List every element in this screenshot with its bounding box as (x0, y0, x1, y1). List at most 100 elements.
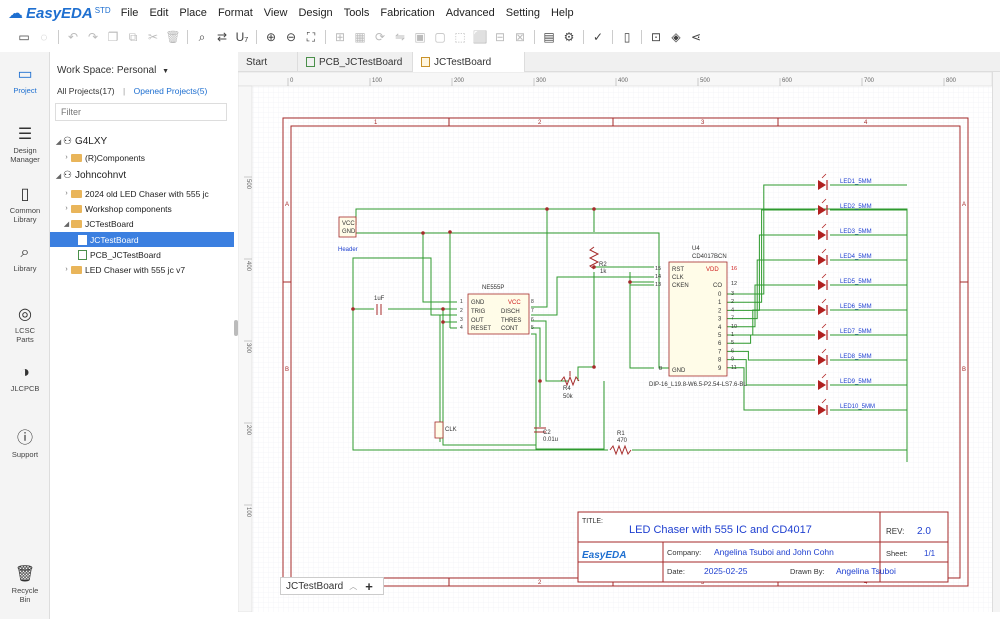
ruler-left-label: 200 (245, 425, 251, 436)
find-replace-icon[interactable]: ⇄ (212, 28, 232, 46)
nav-lcsc-parts[interactable]: ◎ LCSC Parts (0, 304, 50, 344)
fit-view-icon[interactable]: ⛶ (301, 28, 321, 46)
collapsed-arrow-icon[interactable]: › (62, 266, 71, 273)
tree-file-pcb-jctestboard[interactable]: PCB_JCTestBoard (50, 247, 234, 262)
workspace-label: Work Space: Personal (57, 65, 156, 76)
tree-user-johncohnvt[interactable]: ◢ ⚇ Johncohnvt (50, 168, 234, 183)
tab-all-projects[interactable]: All Projects(17) (57, 86, 115, 96)
ruler-top-label: 400 (618, 78, 629, 84)
pin-num: 4 (731, 307, 734, 313)
nav-project[interactable]: ▭ Project (0, 64, 50, 95)
led-label: LED9_5MM (840, 379, 872, 385)
zoom-in-icon[interactable]: ⊕ (261, 28, 281, 46)
schematic-canvas[interactable]: 0100200300400500600700800 50040030020010… (238, 72, 992, 612)
image-icon[interactable]: ⊡ (646, 28, 666, 46)
cloud-icon[interactable]: ◌ (34, 28, 54, 46)
tab-separator: | (123, 86, 125, 96)
menu-advanced[interactable]: Advanced (446, 7, 495, 19)
sheet-tab-jctestboard[interactable]: JCTestBoard (286, 581, 343, 592)
led-label: LED10_5MM (840, 404, 875, 410)
flip-icon[interactable]: ⇋ (390, 28, 410, 46)
nav-common-library[interactable]: ▯ Common Library (0, 184, 50, 224)
save-icon[interactable]: ▭ (14, 28, 34, 46)
align-icon[interactable]: ⊞ (330, 28, 350, 46)
nav-support[interactable]: ⓘ Support (0, 424, 50, 459)
text-cursor-icon[interactable]: U₇ (232, 28, 252, 46)
zoom-out-icon[interactable]: ⊖ (281, 28, 301, 46)
unlock-icon[interactable]: ⊠ (510, 28, 530, 46)
delete-icon[interactable]: 🗑 (163, 28, 183, 46)
led-label: LED3_5MM (840, 229, 872, 235)
tree-folder-jctestboard[interactable]: ◢ JCTestBoard (50, 216, 234, 231)
tree-file-jctestboard-schematic[interactable]: JCTestBoard (50, 232, 234, 247)
drawn-label: Drawn By: (790, 567, 825, 576)
undo-icon[interactable]: ↶ (63, 28, 83, 46)
add-sheet-button[interactable]: + (365, 579, 373, 594)
menu-setting[interactable]: Setting (506, 7, 540, 19)
project-filter-input[interactable] (55, 103, 227, 121)
search-icon[interactable]: ⌕ (192, 28, 212, 46)
tab-opened-projects[interactable]: Opened Projects(5) (134, 86, 208, 96)
cloud-logo-icon: ☁ (8, 4, 23, 22)
convert-icon[interactable]: ⚙ (559, 28, 579, 46)
collapsed-arrow-icon[interactable]: › (62, 154, 71, 161)
layers-icon[interactable]: ◈ (666, 28, 686, 46)
lock-icon[interactable]: ⊟ (490, 28, 510, 46)
tree-user-g4lxy[interactable]: ◢ ⚇ G4LXY (50, 134, 234, 149)
sheet-value: 1/1 (924, 549, 936, 558)
duplicate-icon[interactable]: ⧉ (123, 28, 143, 46)
workspace-selector[interactable]: Work Space: Personal ▼ (57, 65, 169, 76)
cut-icon[interactable]: ✂ (143, 28, 163, 46)
tree-folder-led-chaser-v7[interactable]: › LED Chaser with 555 jc v7 (50, 262, 234, 277)
menu-format[interactable]: Format (218, 7, 253, 19)
right-collapse-bar[interactable] (992, 72, 1000, 612)
expand-arrow-icon[interactable]: ◢ (54, 172, 63, 180)
copy-icon[interactable]: ❐ (103, 28, 123, 46)
nav-library[interactable]: ⌕ Library (0, 244, 50, 273)
r4-value: 50k (563, 394, 574, 400)
menu-place[interactable]: Place (179, 7, 207, 19)
ungroup-icon[interactable]: ⬜ (470, 28, 490, 46)
redo-icon[interactable]: ↷ (83, 28, 103, 46)
menu-fabrication[interactable]: Fabrication (380, 7, 434, 19)
nav-jlcpcb[interactable]: ◑ JLCPCB (0, 364, 50, 393)
menu-file[interactable]: File (121, 7, 139, 19)
nav-support-label: Support (12, 450, 38, 459)
tab-start[interactable]: Start (238, 52, 298, 72)
expand-arrow-icon[interactable]: ◢ (54, 138, 63, 146)
chevron-up-icon[interactable]: ︿ (349, 581, 357, 592)
menu-tools[interactable]: Tools (344, 7, 370, 19)
cd4017-pin-vdd: VDD (706, 267, 719, 273)
netlist-icon[interactable]: ▯ (617, 28, 637, 46)
menu-edit[interactable]: Edit (149, 7, 168, 19)
tree-folder-rcomponents[interactable]: › (R)Components (50, 150, 234, 165)
rotate-icon[interactable]: ⟳ (370, 28, 390, 46)
bom-icon[interactable]: ▤ (539, 28, 559, 46)
led-label: LED5_5MM (840, 279, 872, 285)
pin-num: 7 (531, 308, 534, 314)
distribute-icon[interactable]: ▦ (350, 28, 370, 46)
share-icon[interactable]: ⋖ (686, 28, 706, 46)
schematic-file-icon (78, 235, 87, 245)
pin-num: 3 (731, 291, 734, 297)
menu-help[interactable]: Help (551, 7, 574, 19)
expand-arrow-icon[interactable]: ◢ (62, 220, 71, 228)
folder-icon (71, 154, 82, 162)
nav-design-manager[interactable]: ☰ Design Manager (0, 124, 50, 164)
tab-jctestboard[interactable]: JCTestBoard (413, 52, 525, 72)
nav-recycle-bin[interactable]: 🗑 Recycle Bin (0, 564, 50, 604)
pin-num: 2 (731, 299, 734, 305)
bring-front-icon[interactable]: ▣ (410, 28, 430, 46)
header-connector[interactable]: VCC GND Header (338, 217, 358, 253)
menu-view[interactable]: View (264, 7, 288, 19)
cd4017-pin-rst: RST (672, 267, 684, 273)
send-back-icon[interactable]: ▢ (430, 28, 450, 46)
tree-folder-2024-led-chaser[interactable]: › 2024 old LED Chaser with 555 jc (50, 186, 234, 201)
collapsed-arrow-icon[interactable]: › (62, 190, 71, 197)
tab-pcb-jctestboard[interactable]: PCB_JCTestBoard (298, 52, 413, 72)
tree-folder-workshop[interactable]: › Workshop components (50, 201, 234, 216)
group-icon[interactable]: ⬚ (450, 28, 470, 46)
checker-icon[interactable]: ✓ (588, 28, 608, 46)
collapsed-arrow-icon[interactable]: › (62, 205, 71, 212)
menu-design[interactable]: Design (298, 7, 332, 19)
